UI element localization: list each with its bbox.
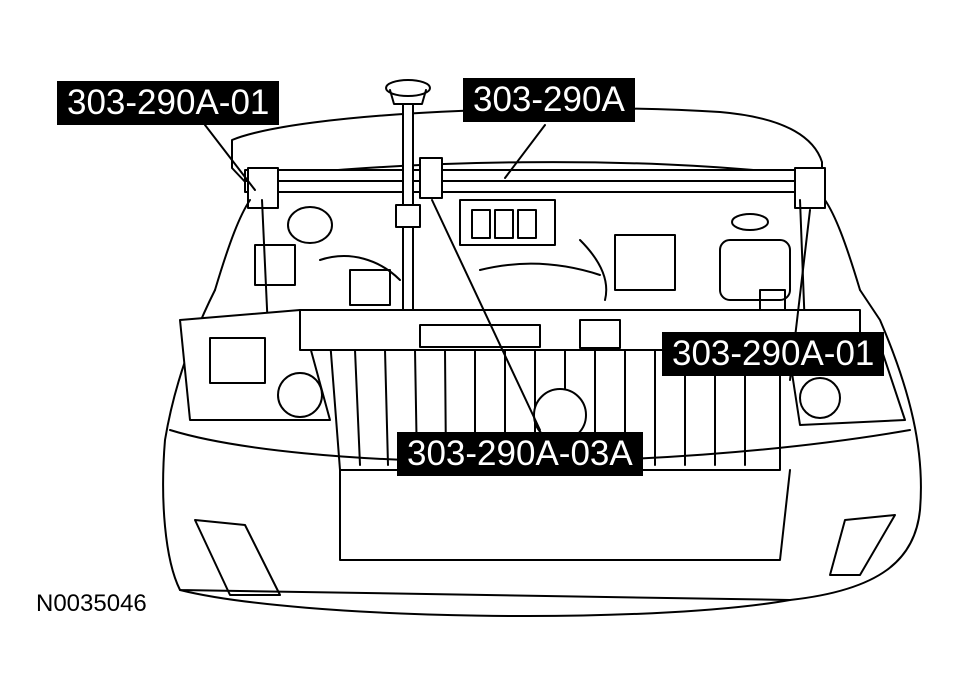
hood-outline [231, 107, 823, 186]
tool-knob [385, 79, 431, 97]
callout-right: 303-290A-01 [662, 332, 885, 376]
leader-top-left [204, 124, 256, 191]
fog-lamp-right [829, 514, 896, 576]
callout-center: 303-290A-03A [397, 432, 643, 476]
callout-top-left: 303-290A-01 [57, 81, 280, 125]
vehicle-body [162, 289, 922, 601]
fog-lamp-left [194, 519, 281, 596]
callout-top-center: 303-290A [463, 78, 635, 122]
figure-id: N0035046 [36, 590, 147, 617]
leader-top-center [504, 124, 546, 179]
engine-components [254, 199, 791, 311]
leader-center [431, 199, 541, 431]
